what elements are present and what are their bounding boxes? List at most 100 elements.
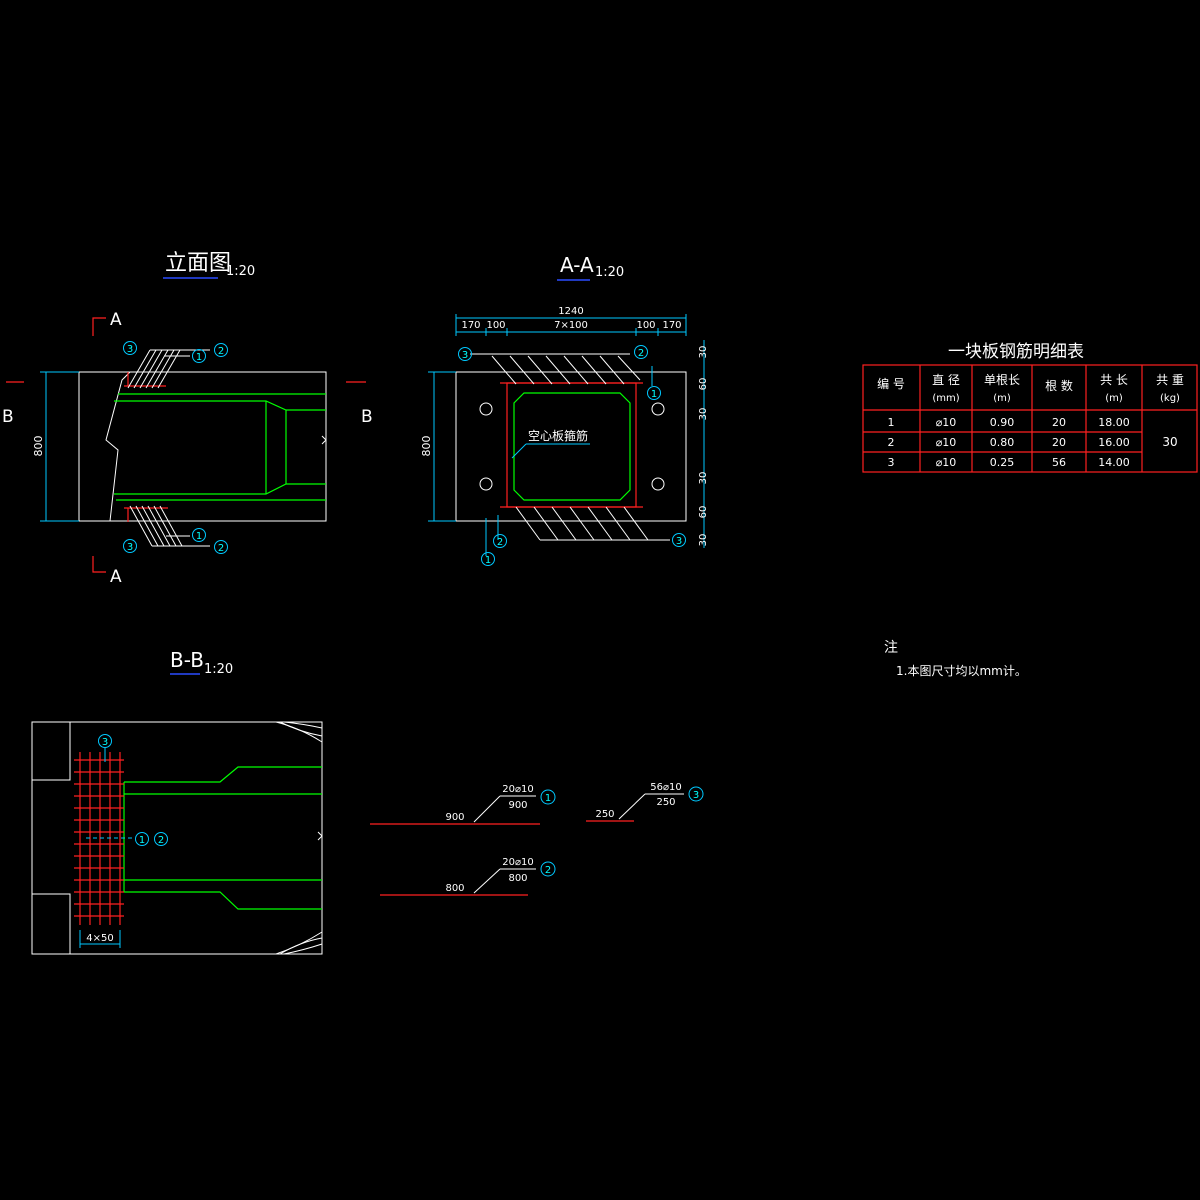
svg-text:14.00: 14.00 xyxy=(1098,456,1130,469)
elevation-callout-3-bottom: 3 xyxy=(123,539,137,553)
aa-total-width: 1240 xyxy=(558,306,583,317)
svg-text:3: 3 xyxy=(462,350,468,361)
svg-text:1: 1 xyxy=(888,416,895,429)
svg-text:1: 1 xyxy=(196,352,202,363)
table-total-weight: 30 xyxy=(1162,435,1177,449)
bar-3-spec: 56⌀10 xyxy=(650,782,681,793)
bar-shape-2: 800 20⌀10 800 2 xyxy=(380,857,556,896)
section-mark-b-right: B xyxy=(361,407,373,427)
bb-callout-3: 3 xyxy=(98,734,112,748)
section-mark-a-top: A xyxy=(110,310,122,330)
svg-text:1: 1 xyxy=(545,793,551,804)
aa-callout-2-bottom: 2 xyxy=(493,534,507,548)
svg-text:3: 3 xyxy=(888,456,895,469)
svg-text:2: 2 xyxy=(545,865,551,876)
th-total-length-unit: (m) xyxy=(1105,393,1123,404)
svg-text:1: 1 xyxy=(485,555,491,566)
bb-strand-lines-bottom xyxy=(275,931,323,955)
bb-rebar-grid xyxy=(74,752,124,925)
elevation-callout-1-bottom: 1 xyxy=(192,528,206,542)
th-unit-length-unit: (m) xyxy=(993,393,1011,404)
elevation-title: 立面图 xyxy=(165,251,231,276)
th-count: 根 数 xyxy=(1045,378,1073,393)
aa-dim-100-left: 100 xyxy=(486,320,505,331)
rebar-schedule-table: 一块板钢筋明细表 编 号 直 径 (mm) 单根长 (m) 根 数 共 长 (m… xyxy=(862,342,1198,473)
aa-dim-right-4: 30 xyxy=(698,472,709,485)
table-title: 一块板钢筋明细表 xyxy=(948,342,1084,362)
svg-text:3: 3 xyxy=(676,536,682,547)
svg-text:1: 1 xyxy=(651,389,657,400)
aa-dim-170-left: 170 xyxy=(461,320,480,331)
table-row: 2 ⌀10 0.80 20 16.00 xyxy=(888,436,1130,449)
svg-text:0.80: 0.80 xyxy=(990,436,1015,449)
table-row: 3 ⌀10 0.25 56 14.00 xyxy=(888,456,1130,469)
svg-text:⌀10: ⌀10 xyxy=(936,456,957,469)
aa-dim-100-right: 100 xyxy=(636,320,655,331)
svg-text:2: 2 xyxy=(218,543,224,554)
aa-dim-right-6: 30 xyxy=(698,534,709,547)
aa-dim-170-right: 170 xyxy=(662,320,681,331)
svg-text:0.25: 0.25 xyxy=(990,456,1015,469)
bar-1-length: 900 xyxy=(445,812,464,823)
aa-hatch-top xyxy=(470,353,641,385)
svg-text:3: 3 xyxy=(127,344,133,355)
bb-callout-2: 2 xyxy=(154,832,168,846)
svg-text:2: 2 xyxy=(638,348,644,359)
svg-text:1: 1 xyxy=(139,835,145,846)
bar-shape-1: 900 20⌀10 900 1 xyxy=(370,784,556,825)
bb-title: B-B xyxy=(170,648,204,672)
bar-3-base: 250 xyxy=(656,797,675,808)
svg-text:20: 20 xyxy=(1052,416,1066,429)
section-mark-b-left: B xyxy=(2,407,14,427)
aa-dim-right-2: 60 xyxy=(698,378,709,391)
svg-text:16.00: 16.00 xyxy=(1098,436,1130,449)
svg-text:2: 2 xyxy=(888,436,895,449)
th-unit-length: 单根长 xyxy=(984,373,1020,387)
aa-scale: 1:20 xyxy=(595,265,624,280)
elevation-callout-2-bottom: 2 xyxy=(214,540,228,554)
th-diameter-unit: (mm) xyxy=(932,393,959,404)
notes-title: 注 xyxy=(884,640,898,656)
bar-1-base: 900 xyxy=(508,800,527,811)
elevation-view: 立面图 1:20 xyxy=(2,251,373,587)
th-number: 编 号 xyxy=(877,376,905,391)
aa-height-dim: 800 xyxy=(420,436,433,457)
aa-callout-2-top: 2 xyxy=(634,345,648,359)
elevation-callout-2-top: 2 xyxy=(214,343,228,357)
section-bb-view: B-B 1:20 xyxy=(31,648,323,955)
svg-text:20: 20 xyxy=(1052,436,1066,449)
notes-item-1: 1.本图尺寸均以mm计。 xyxy=(896,664,1027,678)
elevation-callout-3-top: 3 xyxy=(123,341,137,355)
aa-callout-1-bottom: 1 xyxy=(481,552,495,566)
aa-dim-right-3: 30 xyxy=(698,408,709,421)
th-total-weight-unit: (kg) xyxy=(1160,393,1180,404)
section-aa-view: A-A 1:20 xyxy=(420,253,709,566)
svg-text:⌀10: ⌀10 xyxy=(936,436,957,449)
svg-text:2: 2 xyxy=(218,346,224,357)
svg-text:3: 3 xyxy=(127,542,133,553)
elevation-callout-1-top: 1 xyxy=(192,349,206,363)
bar-2-base: 800 xyxy=(508,873,527,884)
bar-3-length: 250 xyxy=(595,809,614,820)
bb-callout-1: 1 xyxy=(135,832,149,846)
svg-text:56: 56 xyxy=(1052,456,1066,469)
elevation-hatch-bottom xyxy=(129,505,210,547)
aa-dim-7x100: 7×100 xyxy=(554,320,588,331)
svg-text:3: 3 xyxy=(693,790,699,801)
th-total-weight: 共 重 xyxy=(1156,373,1184,387)
bar-shape-3: 250 56⌀10 250 3 xyxy=(586,782,704,822)
aa-title: A-A xyxy=(560,253,594,277)
svg-text:18.00: 18.00 xyxy=(1098,416,1130,429)
svg-text:⌀10: ⌀10 xyxy=(936,416,957,429)
bar-2-length: 800 xyxy=(445,883,464,894)
section-mark-a-bottom: A xyxy=(110,567,122,587)
th-diameter: 直 径 xyxy=(932,373,960,387)
aa-callout-3-bottom: 3 xyxy=(672,533,686,547)
aa-dim-right-1: 30 xyxy=(698,346,709,359)
svg-text:0.90: 0.90 xyxy=(990,416,1015,429)
bar-2-spec: 20⌀10 xyxy=(502,857,533,868)
elevation-height-dim: 800 xyxy=(32,436,45,457)
bb-strand-lines-top xyxy=(275,721,323,743)
aa-inner-label: 空心板箍筋 xyxy=(528,428,588,443)
